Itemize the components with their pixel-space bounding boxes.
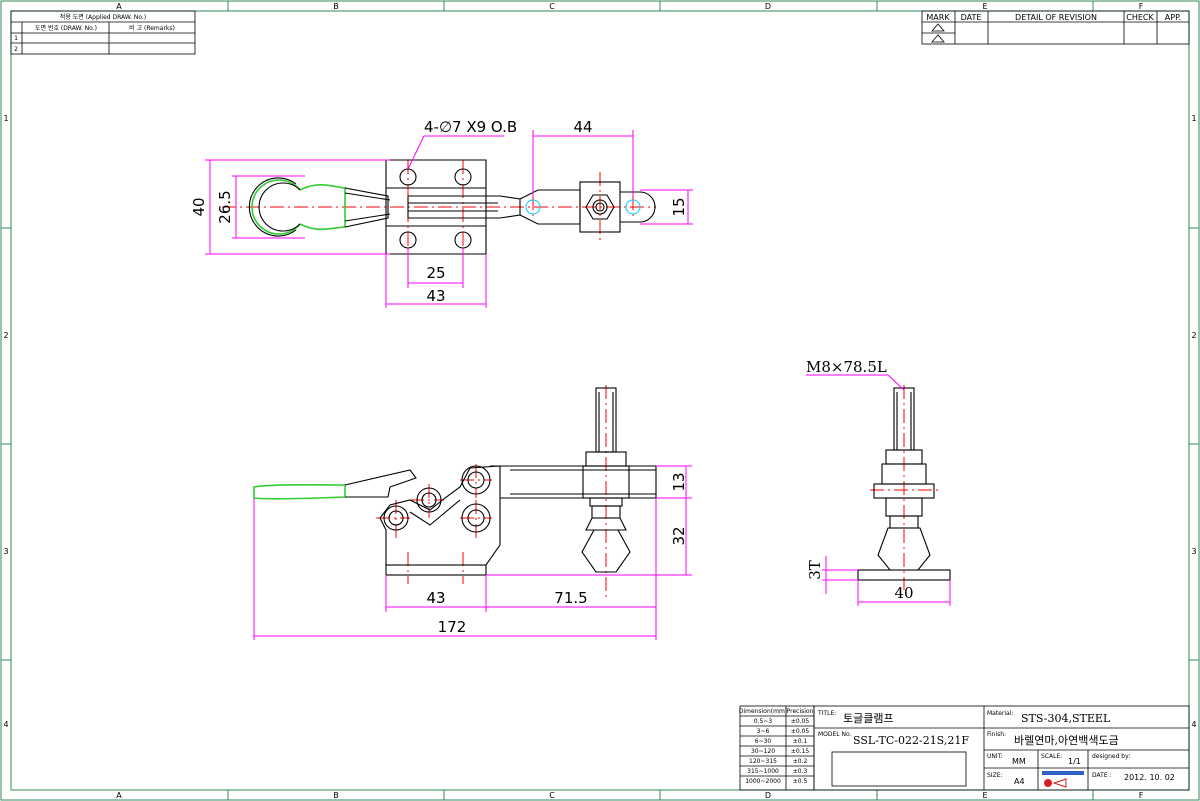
dim-40-end-label: 40 xyxy=(894,584,913,602)
tolerance-range: 315~1000 xyxy=(747,768,779,775)
title-block: TITLE: 토글클램프 MODEL No. SSL-TC-022-21S,21… xyxy=(813,705,1190,791)
date-label: DATE : xyxy=(1092,772,1112,779)
drawing-number-header: 도면 번호 (DRAW. No.) xyxy=(35,24,97,32)
tolerance-prec-header: Precision xyxy=(787,708,814,715)
tolerance-value: ±0.1 xyxy=(793,738,808,745)
scale-label: SCALE: xyxy=(1041,753,1062,760)
side-view-dimensions xyxy=(253,465,692,640)
tolerance-range: 0.5~3 xyxy=(754,718,773,725)
applied-drawing-table: 적용 도면 (Applied DRAW. No.) 도면 번호 (DRAW. N… xyxy=(10,10,196,55)
size-value: A4 xyxy=(1014,777,1025,786)
tolerance-value: ±0.05 xyxy=(791,718,810,725)
col-label: D xyxy=(765,791,771,800)
end-view-dimensions xyxy=(806,374,951,606)
dim-44-label: 44 xyxy=(573,118,592,136)
row-number: 2 xyxy=(14,46,18,53)
dim-13-label: 13 xyxy=(670,472,688,491)
designed-by-label: designed by: xyxy=(1092,753,1130,760)
col-label: E xyxy=(982,791,987,800)
finish-value: 바렐연마,아연백색도금 xyxy=(1014,734,1119,747)
tolerance-value: ±0.5 xyxy=(793,778,808,785)
col-label: B xyxy=(333,791,339,800)
col-label: A xyxy=(116,2,122,11)
material-value: STS-304,STEEL xyxy=(1021,712,1111,725)
row-label: 2 xyxy=(3,331,8,340)
dim-43-side-label: 43 xyxy=(426,589,445,607)
tolerance-range: 30~120 xyxy=(751,748,775,755)
tolerance-range: 1000~2000 xyxy=(745,778,781,785)
tolerance-table: Dimension(mm) Precision 0.5~3 ±0.05 3~6 … xyxy=(739,705,815,791)
tolerance-value: ±0.2 xyxy=(793,758,808,765)
tolerance-value: ±0.05 xyxy=(791,728,810,735)
model-label: MODEL No. xyxy=(818,731,852,738)
tolerance-range: 6~30 xyxy=(755,738,772,745)
title-label: TITLE: xyxy=(817,710,836,717)
revision-mark-header: MARK xyxy=(926,13,950,22)
row-number: 1 xyxy=(14,35,18,42)
frame-column-labels: A B C D E F A B C D E F xyxy=(116,2,1143,800)
top-view-dimensions xyxy=(205,130,693,308)
row-label: 1 xyxy=(1191,114,1196,123)
dim-26-5-label: 26.5 xyxy=(216,190,234,223)
tolerance-range: 120~315 xyxy=(749,758,777,765)
remarks-header: 비 고 (Remarks) xyxy=(129,24,175,32)
col-label: D xyxy=(765,2,771,11)
dim-3t-label: 3T xyxy=(806,560,824,580)
tolerance-value: ±0.15 xyxy=(791,748,810,755)
revision-table: MARK DATE DETAIL OF REVISION CHECK APP. xyxy=(921,10,1190,45)
dim-71-5-label: 71.5 xyxy=(554,589,587,607)
model-value: SSL-TC-022-21S,21F xyxy=(853,734,969,747)
row-label: 3 xyxy=(1191,547,1196,556)
tolerance-range: 3~6 xyxy=(757,728,770,735)
col-label: A xyxy=(116,791,122,800)
end-view xyxy=(857,385,951,590)
title-block-empty-box xyxy=(831,751,967,787)
company-logo-icon xyxy=(1042,771,1084,788)
dim-43-label: 43 xyxy=(426,287,445,305)
col-label: B xyxy=(333,2,339,11)
top-handle-grip xyxy=(299,184,346,231)
col-label: F xyxy=(1139,791,1144,800)
dim-25-label: 25 xyxy=(426,264,445,282)
revision-detail-header: DETAIL OF REVISION xyxy=(1015,13,1097,22)
material-label: Material: xyxy=(987,710,1013,717)
tolerance-dim-header: Dimension(mm) xyxy=(739,708,787,715)
revision-triangle-icon xyxy=(931,34,945,43)
col-label: C xyxy=(549,791,555,800)
tolerance-value: ±0.3 xyxy=(793,768,808,775)
side-view xyxy=(253,385,657,598)
revision-triangle-icon xyxy=(931,23,945,32)
col-label: E xyxy=(982,2,987,11)
title-value: 토글클램프 xyxy=(843,712,894,725)
dim-172-label: 172 xyxy=(438,618,467,636)
row-label: 4 xyxy=(1191,720,1196,729)
date-value: 2012. 10. 02 xyxy=(1124,773,1175,782)
dim-40-label: 40 xyxy=(190,197,208,216)
row-label: 3 xyxy=(3,547,8,556)
dim-32-label: 32 xyxy=(670,526,688,545)
row-label: 4 xyxy=(3,720,8,729)
unit-value: MM xyxy=(1012,757,1026,766)
revision-date-header: DATE xyxy=(961,13,982,22)
size-label: SIZE: xyxy=(987,772,1003,779)
unit-label: UNIT: xyxy=(987,753,1003,760)
revision-app-header: APP. xyxy=(1165,13,1181,22)
frame-row-labels: 1 2 3 4 1 2 3 4 xyxy=(3,114,1196,729)
revision-check-header: CHECK xyxy=(1126,13,1154,22)
finish-label: Finish: xyxy=(987,731,1006,738)
col-label: F xyxy=(1139,2,1144,11)
col-label: C xyxy=(549,2,555,11)
dim-15-label: 15 xyxy=(670,197,688,216)
row-label: 1 xyxy=(3,114,8,123)
top-view xyxy=(222,159,656,260)
row-label: 2 xyxy=(1191,331,1196,340)
hole-note-label: 4-∅7 X9 O.B xyxy=(424,118,517,136)
applied-drawing-title: 적용 도면 (Applied DRAW. No.) xyxy=(60,13,146,21)
scale-value: 1/1 xyxy=(1068,757,1081,766)
stud-note-label: M8×78.5L xyxy=(806,358,887,376)
side-handle-grip xyxy=(253,484,346,500)
